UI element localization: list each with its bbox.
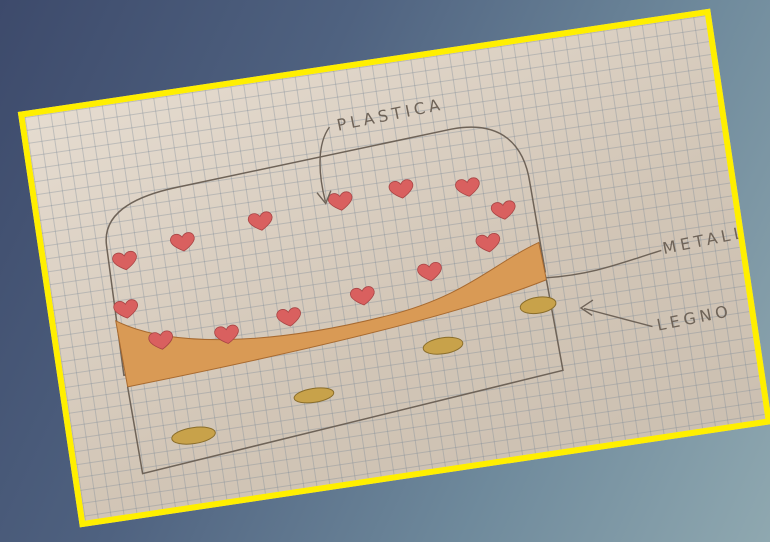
heart-mark xyxy=(388,179,414,200)
wood-spot xyxy=(293,386,335,406)
heart-mark xyxy=(475,233,501,254)
box-outline-bottom xyxy=(121,279,569,474)
photo-frame: PLASTICA METALL LEGNO xyxy=(18,9,770,528)
plastic-arrow xyxy=(314,127,341,202)
heart-mark xyxy=(491,200,517,221)
hearts-group xyxy=(101,164,529,359)
wood-arrowhead xyxy=(580,300,595,317)
heart-mark xyxy=(112,251,138,272)
heart-mark xyxy=(276,307,302,328)
wood-arrow xyxy=(584,299,652,336)
metal-leader xyxy=(545,250,663,278)
heart-mark xyxy=(113,299,139,320)
label-plastic: PLASTICA xyxy=(335,95,445,135)
heart-mark xyxy=(350,286,376,307)
metal-band xyxy=(114,242,553,387)
label-wood: LEGNO xyxy=(655,301,733,335)
wood-spot xyxy=(519,295,557,316)
heart-mark xyxy=(247,211,273,232)
label-metal: METALL xyxy=(661,222,748,258)
heart-mark xyxy=(170,232,196,253)
heart-mark xyxy=(417,262,443,283)
wood-spots-group xyxy=(159,295,569,447)
heart-mark xyxy=(455,177,481,198)
wood-spot xyxy=(422,335,464,357)
heart-mark xyxy=(327,191,353,212)
box-sketch: PLASTICA METALL LEGNO xyxy=(25,15,766,520)
wood-spot xyxy=(171,424,217,446)
